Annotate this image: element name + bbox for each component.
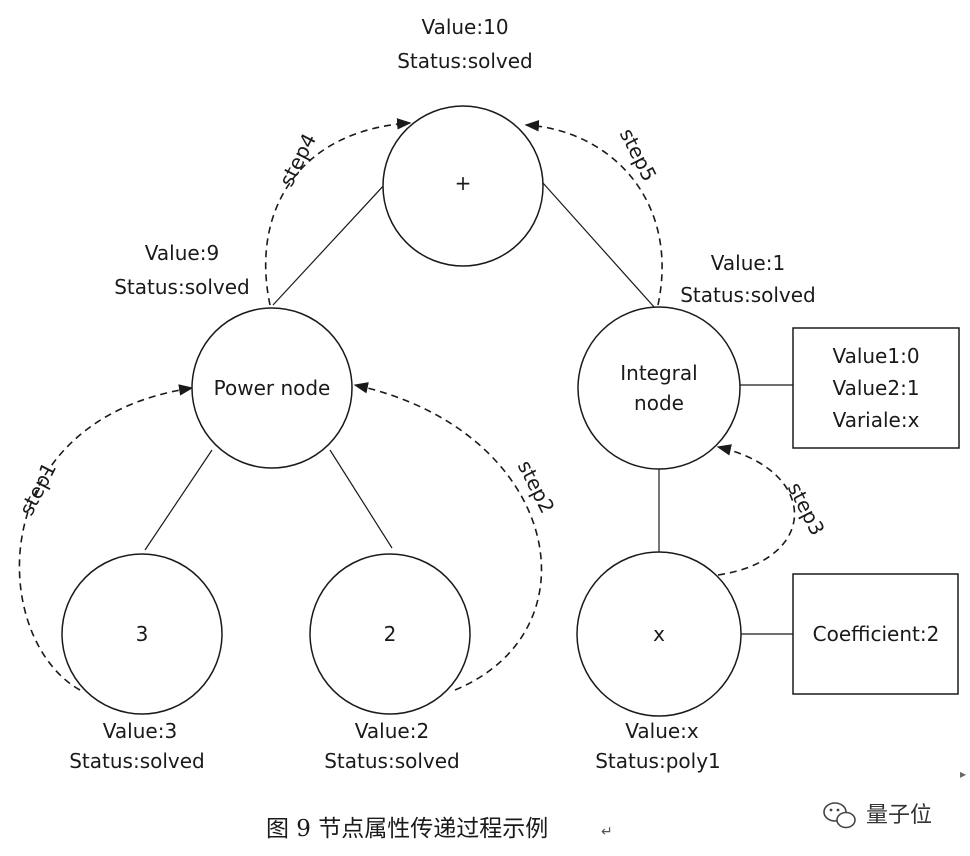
step3-label: step3 <box>783 478 830 539</box>
node-three-text: 3 <box>136 622 149 646</box>
node-x-text: x <box>653 622 665 646</box>
node-x: x Value:x Status:poly1 <box>576 551 742 773</box>
edge-plus-power <box>272 182 387 306</box>
node-integral-status: Status:solved <box>680 283 816 307</box>
step4-arrow <box>264 118 412 306</box>
step1-arrow <box>18 384 194 691</box>
step1-label: step1 <box>14 458 61 519</box>
node-three: 3 Value:3 Status:solved <box>61 553 223 773</box>
node-power-status: Status:solved <box>114 275 250 299</box>
node-plus-circle <box>382 105 544 267</box>
corner-mark: ▸ <box>960 767 966 781</box>
figure-caption: 图 9 节点属性传递过程示例 <box>266 816 548 842</box>
node-plus: + Value:10 Status:solved <box>382 15 544 267</box>
node-integral: Integral node Value:1 Status:solved <box>577 251 816 470</box>
node-power: Power node Value:9 Status:solved <box>114 241 353 469</box>
node-integral-text-line1: Integral <box>620 361 697 385</box>
node-x-circle <box>576 551 742 717</box>
paragraph-mark-icon: ↵ <box>601 824 613 840</box>
watermark: 量子位 <box>823 802 932 829</box>
node-three-circle <box>61 553 223 715</box>
node-three-value: Value:3 <box>103 719 177 743</box>
wechat-icon <box>823 802 856 829</box>
x-attributes-rect <box>792 573 959 695</box>
node-x-value: Value:x <box>625 719 699 743</box>
watermark-text: 量子位 <box>866 803 932 828</box>
x-attr-coefficient: Coefficient:2 <box>813 622 940 646</box>
integral-attributes-box: Value1:0 Value2:1 Variale:x <box>792 327 960 449</box>
node-three-status: Status:solved <box>69 749 205 773</box>
step3-arrow <box>716 444 796 576</box>
step-arrows <box>18 118 796 691</box>
x-attributes-box: Coefficient:2 <box>792 573 959 695</box>
step5-arrow <box>524 120 663 306</box>
node-plus-text: + <box>455 171 472 195</box>
step4-label: step4 <box>274 129 321 190</box>
node-integral-text-line2: node <box>634 391 684 415</box>
node-integral-circle <box>577 306 741 470</box>
step2-label: step2 <box>513 456 560 517</box>
node-plus-value: Value:10 <box>421 15 508 39</box>
edge-power-three <box>144 449 213 551</box>
node-x-status: Status:poly1 <box>595 749 721 773</box>
step2-arrow <box>353 382 543 691</box>
node-integral-value: Value:1 <box>711 251 785 275</box>
integral-attr-value1: Value1:0 <box>832 344 919 368</box>
edge-plus-integral <box>542 182 656 309</box>
node-two-status: Status:solved <box>324 749 460 773</box>
step5-label: step5 <box>615 124 662 185</box>
integral-attributes-rect <box>792 327 960 449</box>
node-two-value: Value:2 <box>355 719 429 743</box>
node-plus-status: Status:solved <box>397 49 533 73</box>
integral-attr-variable: Variale:x <box>833 408 920 432</box>
tree-edges <box>144 182 793 635</box>
node-power-text: Power node <box>214 376 331 400</box>
node-two-text: 2 <box>384 622 397 646</box>
integral-attr-value2: Value2:1 <box>832 376 919 400</box>
node-power-circle <box>191 307 353 469</box>
node-two: 2 Value:2 Status:solved <box>309 553 471 773</box>
node-power-value: Value:9 <box>145 241 219 265</box>
node-two-circle <box>309 553 471 715</box>
edge-power-two <box>329 449 393 549</box>
